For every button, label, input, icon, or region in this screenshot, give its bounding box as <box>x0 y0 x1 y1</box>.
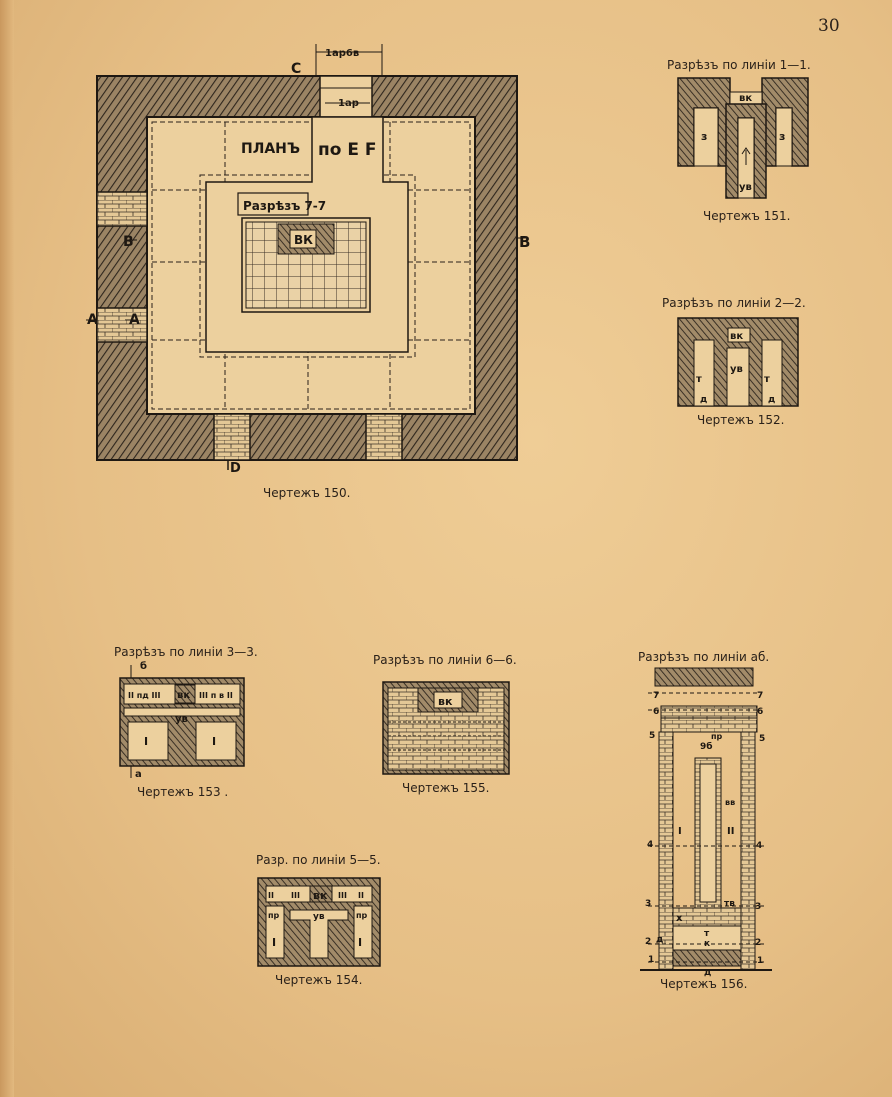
fig156-label-d2: д <box>704 968 711 978</box>
fig156-lvl6-right: 6 <box>757 707 763 717</box>
plan-title: ПЛАНЪ <box>241 141 300 157</box>
fig153-label-uv: ув <box>175 714 188 725</box>
fig156-label-x: х <box>676 913 683 924</box>
caption-152: Чертежъ 152. <box>697 413 785 427</box>
axis-a-left: A <box>87 312 98 328</box>
fig156-label-t: т <box>704 929 710 939</box>
fig156-lvl7-left: 7 <box>653 691 659 701</box>
fig156-label-i: I <box>678 826 682 837</box>
fig154-label-i2: I <box>358 936 362 949</box>
figure-150-plan <box>86 44 528 470</box>
fig153-label-i1: I <box>144 735 148 748</box>
figure-153-drawing <box>119 665 245 778</box>
fig151-label-vk: вк <box>739 93 752 104</box>
fig151-label-uv: ув <box>739 182 752 193</box>
figure-156-drawing <box>640 667 772 971</box>
axis-a-right: A <box>129 312 140 328</box>
fig156-lvl4-left: 4 <box>647 840 653 850</box>
plan-center-label: ВК <box>294 233 313 247</box>
fig156-label-9b: 9б <box>700 741 713 752</box>
fig156-lvl5-left: 5 <box>649 731 655 741</box>
fig153-label-b: б <box>140 660 147 672</box>
page-number: 30 <box>818 16 840 36</box>
plan-section-label: Разрѣзъ 7-7 <box>243 199 326 213</box>
fig156-lvl2-left: 2 <box>645 937 651 947</box>
fig153-label-i2: I <box>212 735 216 748</box>
fig152-label-t1: т <box>696 374 702 385</box>
figure-151-drawing <box>677 77 809 199</box>
fig154-label-ii1: II <box>268 891 274 900</box>
figure-152-drawing <box>677 317 799 407</box>
axis-c: C <box>291 61 301 77</box>
fig156-label-pr: пр <box>711 732 723 741</box>
plan-dim-inner: 1ар <box>338 98 359 109</box>
fig156-lvl1-right: 1 <box>757 956 763 966</box>
fig154-label-pr2: пр <box>356 911 368 920</box>
caption-153: Чертежъ 153 . <box>137 785 229 799</box>
fig152-label-uv: ув <box>730 364 743 375</box>
fig153-label-right-group: III п в II <box>199 691 233 700</box>
title-154: Разр. по линіи 5—5. <box>256 853 381 867</box>
binding-gutter <box>0 0 14 1097</box>
fig152-label-vk: вк <box>730 331 743 342</box>
title-153: Разрѣзъ по линіи 3—3. <box>114 645 258 659</box>
fig156-label-d1: д <box>656 935 663 945</box>
fig156-label-ii: II <box>727 826 734 837</box>
fig156-lvl1-left: 1 <box>648 955 654 965</box>
fig154-label-pr1: пр <box>268 911 280 920</box>
title-151: Разрѣзъ по линіи 1—1. <box>667 58 811 72</box>
caption-154: Чертежъ 154. <box>275 973 363 987</box>
fig156-label-vv: вв <box>725 798 735 807</box>
fig154-label-vk: вк <box>313 889 328 902</box>
caption-150: Чертежъ 150. <box>263 486 351 500</box>
fig154-label-iii2: III <box>338 891 347 900</box>
fig156-label-tv: тв <box>724 899 735 909</box>
axis-b-right: B <box>519 233 530 251</box>
fig153-label-vk: вк <box>177 690 190 701</box>
fig152-label-d1: д <box>700 395 707 405</box>
fig156-lvl3-right: 3 <box>755 902 761 912</box>
fig156-lvl4-right: 4 <box>756 841 762 851</box>
fig156-lvl3-left: 3 <box>645 899 651 909</box>
caption-156: Чертежъ 156. <box>660 977 748 991</box>
title-156: Разрѣзъ по линіи аб. <box>638 650 770 664</box>
fig155-label-vk: вк <box>438 695 453 708</box>
caption-155: Чертежъ 155. <box>402 781 490 795</box>
figure-154-drawing <box>257 877 381 967</box>
fig154-label-ii2: II <box>358 891 364 900</box>
fig156-lvl6-left: 6 <box>653 707 659 717</box>
fig151-label-z2: з <box>779 130 785 143</box>
fig151-label-z1: з <box>701 130 707 143</box>
fig152-label-t2: т <box>764 374 770 385</box>
fig152-label-d2: д <box>768 395 775 405</box>
plan-ef-label: по E F <box>318 140 377 160</box>
fig156-lvl5-right: 5 <box>759 734 765 744</box>
caption-151: Чертежъ 151. <box>703 209 791 223</box>
title-155: Разрѣзъ по линіи 6—6. <box>373 653 517 667</box>
fig153-label-left-group: II пд III <box>128 691 160 700</box>
axis-d: D <box>230 461 241 476</box>
fig154-label-i1: I <box>272 936 276 949</box>
axis-b-left: B <box>123 234 134 250</box>
title-152: Разрѣзъ по линіи 2—2. <box>662 296 806 310</box>
fig154-label-uv: ув <box>313 912 325 922</box>
plan-dim-top: 1ар6в <box>325 48 359 59</box>
figure-155-drawing <box>382 681 510 775</box>
fig156-lvl7-right: 7 <box>757 691 763 701</box>
fig154-label-iii1: III <box>291 891 300 900</box>
fig153-label-a: а <box>135 769 142 780</box>
fig156-lvl2-right: 2 <box>755 938 761 948</box>
fig156-label-k: к <box>704 939 710 949</box>
